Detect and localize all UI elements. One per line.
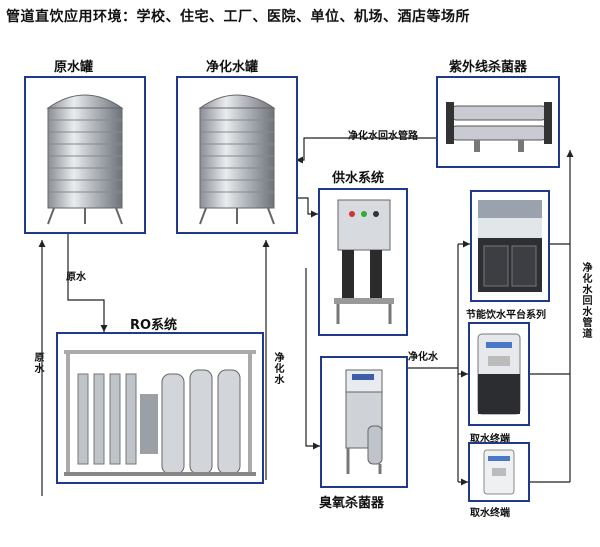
ozone-sterilizer-label: 臭氧杀菌器 xyxy=(319,496,385,511)
pure-water-out-label: 净化水 xyxy=(408,352,438,363)
dispenser-image xyxy=(477,333,521,415)
ozone-generator-image xyxy=(345,369,383,474)
raw-tank-label: 原水罐 xyxy=(54,60,94,75)
pure-water-ro-label: 净化水 xyxy=(272,352,283,385)
supply-system-label: 供水系统 xyxy=(332,171,385,186)
return-pipe-vertical-label: 净化水回水管道 xyxy=(580,262,591,339)
pure-tank-label: 净化水罐 xyxy=(206,60,259,75)
supply-pump-image xyxy=(334,199,394,324)
ro-system-label: RO系统 xyxy=(130,318,178,333)
steel-tank-image xyxy=(198,94,276,225)
water-terminal-label-1: 取水终端 xyxy=(470,434,510,445)
raw-water-tank xyxy=(24,76,146,234)
ro-equipment-image xyxy=(64,350,256,476)
water-terminal-label-2: 取水终端 xyxy=(470,508,510,519)
raw-water-flow-label: 原水 xyxy=(66,272,86,283)
ozone-sterilizer xyxy=(320,356,408,488)
drinking-platform xyxy=(470,190,550,302)
water-terminal-2 xyxy=(468,442,530,502)
uv-sterilizer xyxy=(436,76,560,168)
uv-sterilizer-label: 紫外线杀菌器 xyxy=(449,60,528,75)
dispenser-image xyxy=(483,449,515,495)
uv-sterilizer-image xyxy=(446,102,552,152)
drinking-platform-label: 节能饮水平台系列 xyxy=(466,310,546,321)
pure-water-tank xyxy=(176,76,298,234)
supply-system xyxy=(318,188,408,336)
drinking-fountain-image xyxy=(478,200,542,292)
ro-system xyxy=(56,332,264,484)
steel-tank-image xyxy=(46,94,124,225)
page-title: 管道直饮应用环境：学校、住宅、工厂、医院、单位、机场、酒店等场所 xyxy=(6,9,470,25)
water-terminal-1 xyxy=(468,322,530,426)
return-pipe-label: 净化水回水管路 xyxy=(348,131,418,142)
raw-water-inlet-label: 原水 xyxy=(32,352,43,374)
